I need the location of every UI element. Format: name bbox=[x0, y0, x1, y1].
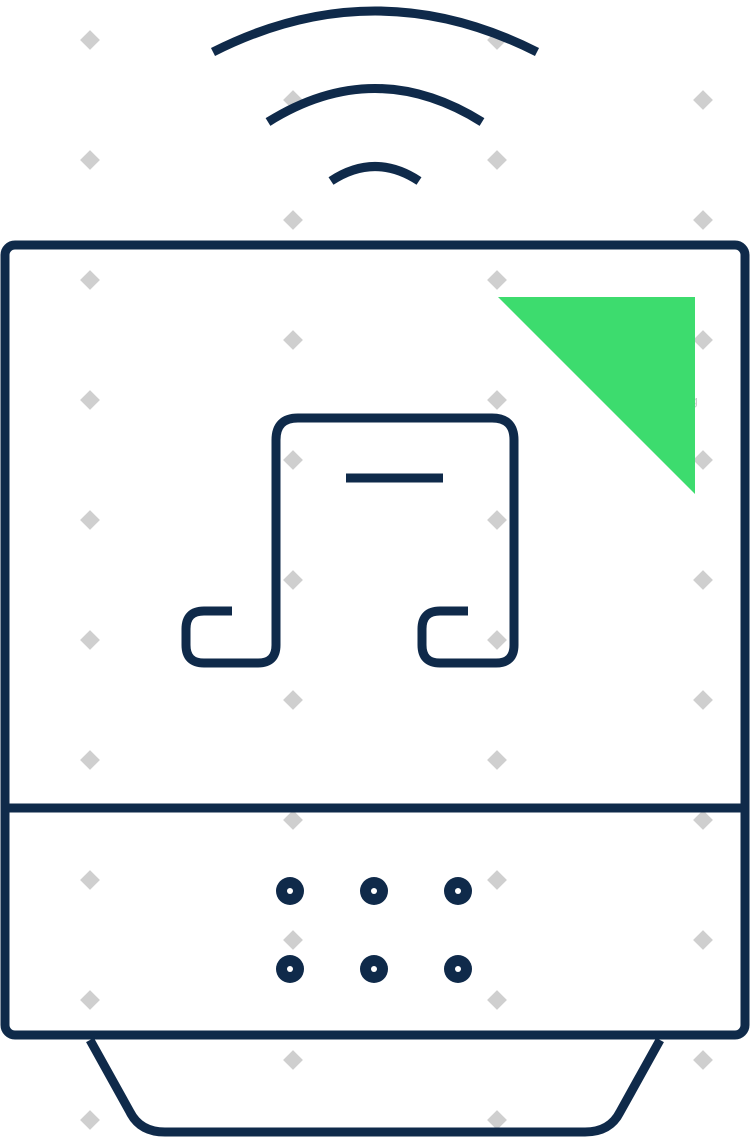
watermark-diamond bbox=[80, 750, 100, 770]
music-note-icon bbox=[181, 413, 519, 668]
watermark-diamond bbox=[80, 990, 100, 1010]
watermark-diamond bbox=[487, 510, 507, 530]
watermark-pattern bbox=[80, 30, 713, 1130]
watermark-diamond bbox=[487, 750, 507, 770]
button-center-dot bbox=[455, 966, 461, 972]
watermark-diamond bbox=[693, 1050, 713, 1070]
speaker-body bbox=[0, 240, 750, 1137]
watermark-diamond bbox=[283, 570, 303, 590]
watermark-diamond bbox=[80, 150, 100, 170]
watermark-diamond bbox=[487, 990, 507, 1010]
watermark-diamond bbox=[80, 630, 100, 650]
wifi-arc-outer bbox=[210, 6, 540, 57]
wifi-arc-middle bbox=[265, 84, 485, 126]
watermark-diamond bbox=[283, 330, 303, 350]
watermark-diamond bbox=[487, 390, 507, 410]
watermark-diamond bbox=[283, 810, 303, 830]
watermark-diamond bbox=[693, 930, 713, 950]
speaker-button bbox=[444, 955, 472, 983]
watermark-diamond bbox=[693, 90, 713, 110]
wifi-arc-inner bbox=[328, 162, 422, 185]
speaker-button bbox=[360, 877, 388, 905]
speaker-main-panel bbox=[0, 240, 750, 1040]
watermark-diamond bbox=[487, 270, 507, 290]
button-center-dot bbox=[287, 888, 293, 894]
speaker-button bbox=[276, 955, 304, 983]
watermark-diamond bbox=[80, 270, 100, 290]
watermark-diamond bbox=[693, 210, 713, 230]
watermark-diamond bbox=[80, 390, 100, 410]
speaker-button bbox=[360, 955, 388, 983]
green-corner-accent bbox=[498, 297, 695, 494]
button-center-dot bbox=[455, 888, 461, 894]
watermark-diamond bbox=[693, 450, 713, 470]
watermark-diamond bbox=[283, 1050, 303, 1070]
speaker-button bbox=[444, 877, 472, 905]
watermark-diamond bbox=[487, 150, 507, 170]
watermark-diamond bbox=[487, 630, 507, 650]
watermark-diamond bbox=[80, 870, 100, 890]
watermark-diamond bbox=[283, 450, 303, 470]
control-buttons bbox=[276, 877, 472, 983]
wifi-signal-icon bbox=[210, 6, 540, 185]
watermark-diamond bbox=[487, 1110, 507, 1130]
watermark-diamond bbox=[80, 1110, 100, 1130]
watermark-diamond bbox=[487, 870, 507, 890]
watermark-diamond bbox=[80, 30, 100, 50]
speaker-base bbox=[86, 1037, 664, 1137]
music-note-outline bbox=[181, 413, 519, 668]
watermark-diamond bbox=[283, 930, 303, 950]
button-center-dot bbox=[371, 966, 377, 972]
watermark-diamond bbox=[693, 690, 713, 710]
watermark-diamond bbox=[693, 330, 713, 350]
watermark-diamond bbox=[693, 810, 713, 830]
watermark-diamond bbox=[693, 570, 713, 590]
watermark-diamond bbox=[283, 690, 303, 710]
watermark-diamond bbox=[80, 510, 100, 530]
watermark-diamond bbox=[283, 210, 303, 230]
button-center-dot bbox=[371, 888, 377, 894]
speaker-button bbox=[276, 877, 304, 905]
button-center-dot bbox=[287, 966, 293, 972]
